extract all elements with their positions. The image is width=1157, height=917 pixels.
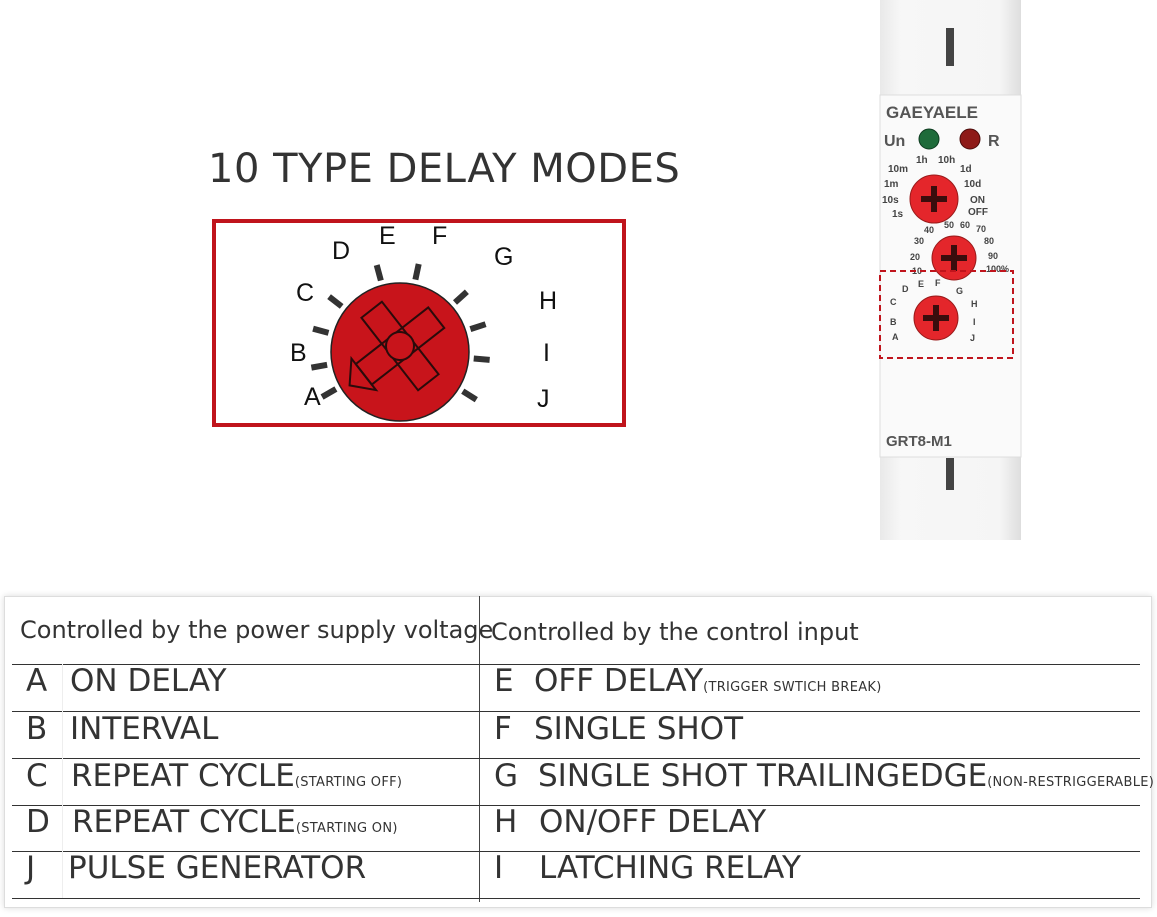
mode-note: (NON-RESTRIGGERABLE) [987,775,1155,790]
mode-scale-label: D [902,284,909,294]
relay-led-icon [959,128,981,150]
dial-tick [473,355,490,363]
mode-letter: D [26,804,50,840]
dial-label-c: C [296,279,314,307]
dial-tick [452,289,469,305]
percent-scale-label: 70 [976,224,986,234]
time-scale-label: 10h [938,155,955,166]
dial-label-a: A [304,383,321,411]
dial-tick [412,263,422,281]
timer-relay-device: GAEYAELE Un R 1h 10h 10m 1d 1m 10d 10s ON 1s OFF 4… [879,0,1022,540]
time-scale-label: 10d [964,179,981,190]
mode-letter: B [26,711,48,747]
power-led-icon [918,128,940,150]
mode-scale-label: C [890,297,897,307]
mode-table: Controlled by the power supply voltage C… [4,596,1155,908]
dial-label-e: E [379,222,396,250]
device-brand: GAEYAELE [886,103,978,122]
mode-scale-label: H [971,299,978,309]
mode-scale-label: E [918,279,924,289]
mode-scale-label: B [890,317,897,327]
dial-tick [312,325,330,336]
mode-name: OFF DELAY(TRIGGER SWTICH BREAK) [534,663,882,699]
row-divider [12,664,1140,665]
mode-letter: J [26,850,36,886]
mode-letter: F [494,711,512,747]
time-scale-label: OFF [968,207,988,218]
header-control-input: Controlled by the control input [491,618,859,646]
led-r-label: R [988,133,1000,150]
percent-scale-label: 40 [924,225,934,235]
time-scale-label: 1d [960,164,972,175]
dial-tick [469,321,487,332]
mode-name: SINGLE SHOT [534,711,744,747]
dial-tick [461,388,478,403]
mode-scale-label: F [935,278,941,288]
mode-letter: C [26,758,48,794]
mode-letter: A [26,663,48,699]
mode-name: ON/OFF DELAY [539,804,767,840]
dial-label-j: J [537,385,550,413]
percent-scale-label: 20 [910,252,920,262]
mode-note: (STARTING ON) [295,821,398,836]
dial-tick [373,264,384,282]
percent-scale-label: 10 [912,266,922,276]
page-title: 10 TYPE DELAY MODES [208,146,681,192]
time-scale-label: 1h [916,155,928,166]
led-un-label: Un [884,133,905,150]
dial-tick [327,294,344,309]
time-scale-label: 10m [888,164,908,175]
time-scale-label: 1s [892,209,904,220]
header-power-supply: Controlled by the power supply voltage [20,616,494,644]
dial-tick [320,386,338,400]
mode-name: SINGLE SHOT TRAILINGEDGE(NON-RESTRIGGERA… [538,758,1155,794]
dial-label-h: H [539,287,557,315]
mode-name: REPEAT CYCLE(STARTING OFF) [71,758,403,794]
mode-letter: H [494,804,518,840]
mode-scale-label: A [892,332,899,342]
mode-name: REPEAT CYCLE(STARTING ON) [72,804,398,840]
row-divider [12,758,1140,759]
time-scale-label: 10s [882,195,899,206]
dial-label-g: G [494,243,513,271]
mode-name: INTERVAL [70,711,219,747]
dial-label-i: I [543,339,550,367]
row-divider [12,805,1140,806]
mode-scale-label: G [956,286,963,296]
dial-label-f: F [432,222,447,250]
mode-name: ON DELAY [70,663,227,699]
row-divider [12,898,1140,899]
time-scale-label: 1m [884,179,899,190]
mode-letter: G [494,758,519,794]
mode-letter: E [494,663,514,699]
percent-scale-label: 90 [988,251,998,261]
time-scale-label: ON [970,195,985,206]
percent-scale-label: 80 [984,236,994,246]
device-model: GRT8-M1 [886,433,952,450]
dial-tick [310,361,328,371]
mode-name: LATCHING RELAY [539,850,801,886]
dial-label-b: B [290,339,307,367]
mode-scale-label: I [973,317,976,327]
percent-scale-label: 50 [944,220,954,230]
percent-scale-label: 30 [914,236,924,246]
percent-scale-label: 60 [960,220,970,230]
mode-letter: I [494,850,504,886]
dial-label-d: D [332,237,350,265]
mode-name: PULSE GENERATOR [68,850,367,886]
percent-scale-label: 100% [986,264,1009,274]
mode-note: (STARTING OFF) [294,775,403,790]
mode-scale-label: J [970,333,975,343]
knob-arrow-icon [348,300,446,392]
mode-note: (TRIGGER SWTICH BREAK) [703,680,882,695]
row-divider [12,851,1140,852]
row-divider [12,711,1140,712]
